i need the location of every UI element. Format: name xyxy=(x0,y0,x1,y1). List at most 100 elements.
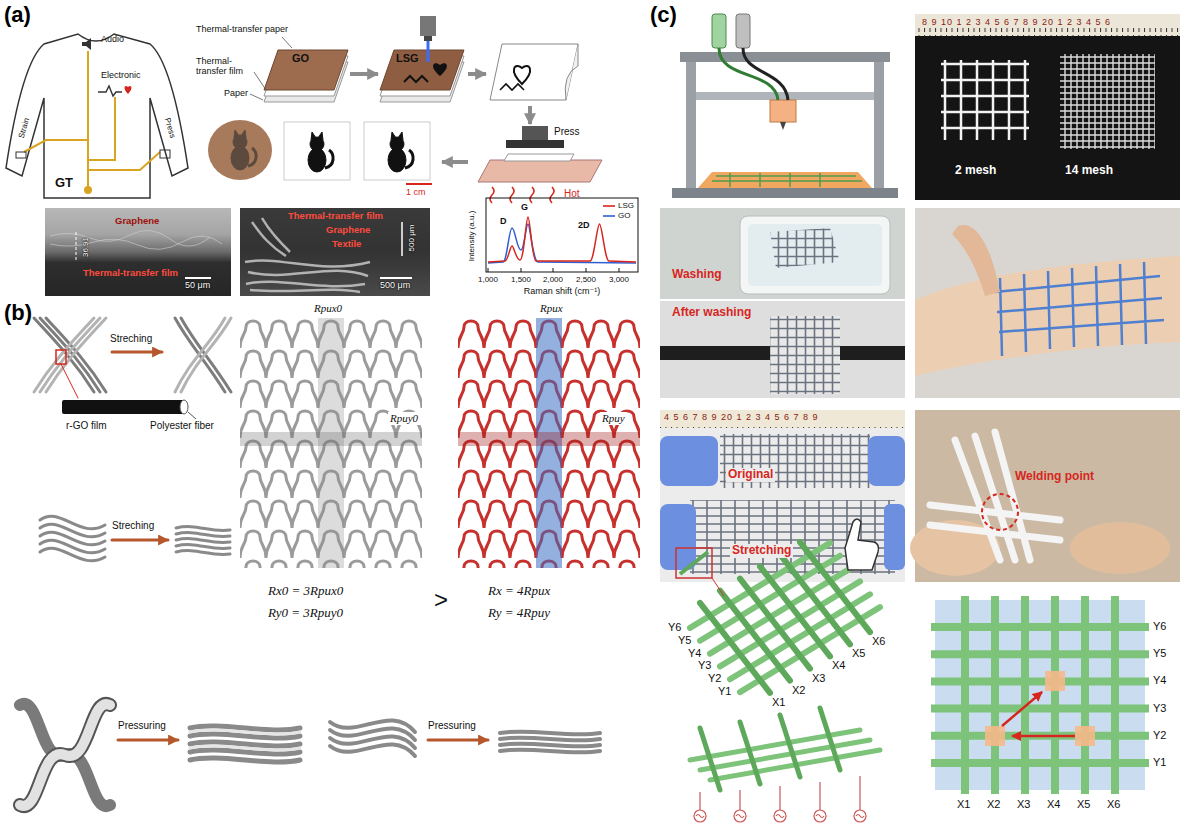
label-slot: X2 xyxy=(792,684,805,697)
label-slot: Y2 xyxy=(1153,729,1166,742)
sensor-grid-3d xyxy=(845,519,879,570)
text-slot: Graphene xyxy=(115,216,159,227)
legend-line-sample xyxy=(602,212,616,220)
sensor-grid-3d xyxy=(680,552,708,574)
label-slot: Y4 xyxy=(1153,674,1166,687)
lsg-sheet: LSG xyxy=(378,44,466,104)
arm-photo xyxy=(915,256,1180,376)
figure-label: Y3 xyxy=(698,659,711,672)
figure-label: 3,000 xyxy=(609,275,629,284)
pressed-yarn xyxy=(190,730,300,750)
twisted-yarn xyxy=(175,318,231,392)
text-slot: 2D xyxy=(578,220,590,230)
twisted-yarn xyxy=(61,364,78,398)
node-text: 500 μm xyxy=(380,280,410,290)
washing-photo xyxy=(770,228,840,268)
sem-image xyxy=(240,208,430,296)
smart-shirt-outline xyxy=(6,34,188,198)
label-slot: Streching xyxy=(110,333,152,345)
label-slot: Thermal-transfer paper xyxy=(196,24,288,34)
printer-schematic xyxy=(672,14,898,198)
text-slot: GO xyxy=(292,52,309,65)
node-text: 14 mesh xyxy=(1065,164,1113,178)
text-slot: 500 μm xyxy=(407,225,416,252)
sem-image xyxy=(245,218,370,292)
printer-schematic xyxy=(712,173,862,187)
figure-label: X6 xyxy=(1107,798,1120,811)
figure-label: Rx = 4Rpux xyxy=(488,584,550,599)
node-text: 2D xyxy=(578,220,590,230)
go-sheet: GO xyxy=(262,44,350,104)
pressed-yarn xyxy=(428,739,488,742)
text-slot: 500 μm xyxy=(380,280,410,290)
node-text: G xyxy=(521,202,528,212)
figure-label: Streching xyxy=(110,333,152,345)
sensor-grid-3d xyxy=(696,815,864,818)
sensor-grid-2d xyxy=(931,596,1149,794)
figure-label: Y6 xyxy=(668,621,681,634)
figure-label: Ry = 4Rpuy xyxy=(488,606,550,621)
label-slot: (c) xyxy=(650,2,677,27)
rgo-coated-fiber xyxy=(180,400,188,414)
process-arrow xyxy=(442,160,468,164)
sensor-grid-2d xyxy=(1012,735,1075,738)
mesh-photo xyxy=(915,14,1180,200)
stretch-photo xyxy=(660,504,696,570)
label-slot: X5 xyxy=(1077,798,1090,811)
hot-press xyxy=(490,187,554,203)
raman-chart xyxy=(488,217,636,262)
sensor-grid-3d xyxy=(700,708,840,790)
text-slot: Original xyxy=(726,468,775,482)
text-slot: Hot xyxy=(564,188,580,200)
pressed-yarn xyxy=(500,732,600,753)
raman-chart xyxy=(486,198,638,272)
label-slot: Y4 xyxy=(688,647,701,660)
node-text: Electronic xyxy=(101,70,141,80)
process-arrow xyxy=(350,72,378,76)
figure-label: Y3 xyxy=(1153,702,1166,715)
pattern-photos xyxy=(284,122,350,180)
arm-photo xyxy=(952,225,1000,296)
twisted-yarn xyxy=(112,351,162,354)
sem-image xyxy=(401,222,403,256)
text-slot: Electronic xyxy=(101,70,141,80)
figure-label: Polyester fiber xyxy=(150,420,214,432)
figure-label: Raman shift (cm⁻¹) xyxy=(524,286,600,296)
sem-image xyxy=(45,208,231,296)
figure-label: Ry0 = 3Rpuy0 xyxy=(268,606,343,621)
welding-photo xyxy=(1070,522,1170,574)
figure-label: Rpux xyxy=(540,302,563,315)
figure-label: X3 xyxy=(812,672,825,685)
washing-photo xyxy=(770,316,840,394)
lsg-sheet-stack xyxy=(433,63,447,76)
text-slot: D xyxy=(500,216,507,226)
sem-image: Graphene36.91Thermal-transfer film50 μm xyxy=(45,208,231,296)
label-slot: (b) xyxy=(4,300,32,325)
pressed-yarn xyxy=(20,704,600,806)
legend-line xyxy=(603,215,615,217)
sem-image xyxy=(185,277,211,279)
figure-label: 2,000 xyxy=(543,275,563,284)
label-slot: X6 xyxy=(1107,798,1120,811)
label-slot: Y1 xyxy=(1153,756,1166,769)
label-slot: Polyester fiber xyxy=(150,420,214,432)
hot-press: PressHot xyxy=(468,124,612,208)
text-slot: 14 mesh xyxy=(1065,164,1113,178)
figure-label: Thermal-transfer paper xyxy=(196,24,288,34)
pressed-yarn xyxy=(20,704,110,806)
knitted-structure xyxy=(458,318,640,568)
label-slot: (a) xyxy=(4,2,31,27)
smart-shirt-outline xyxy=(16,152,26,158)
rgo-coated-fiber xyxy=(188,412,196,419)
label-slot: X1 xyxy=(957,798,970,811)
mesh-photo xyxy=(915,14,1180,200)
sem-image xyxy=(240,208,430,296)
figure-label: Streching xyxy=(112,520,154,532)
peeled-transfer-sheet xyxy=(500,84,524,90)
figure-label: 4 5 6 7 8 9 20 1 2 3 4 5 6 7 8 9 xyxy=(664,412,819,422)
smart-shirt-outline xyxy=(82,38,91,50)
mesh-photo xyxy=(915,14,1180,36)
figure-label: Pressuring xyxy=(118,720,166,732)
figure-label: r-GO film xyxy=(66,420,107,432)
